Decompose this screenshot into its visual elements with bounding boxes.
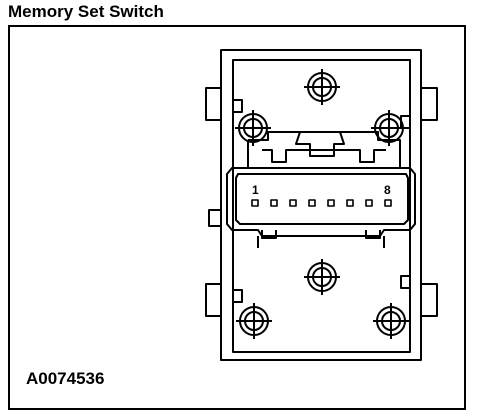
connector-pin (327, 199, 335, 207)
latch-nub-left-bottom (232, 289, 243, 303)
screw-hole-icon (235, 110, 271, 146)
pin-label-first: 1 (252, 183, 259, 197)
latch-nub-right-bottom (400, 275, 411, 289)
connector-pin (289, 199, 297, 207)
connector-pin (346, 199, 354, 207)
switch-housing-inner (232, 59, 411, 353)
connector-pin (365, 199, 373, 207)
switch-housing-outline (220, 49, 422, 361)
mount-tab-left-middle (208, 209, 221, 227)
diagram-frame (8, 25, 466, 410)
figure-reference-id: A0074536 (26, 369, 105, 388)
screw-hole-icon (304, 259, 340, 295)
connector-body (226, 167, 416, 237)
connector-pin (251, 199, 259, 207)
latch-nub-left-top (232, 99, 243, 113)
mount-tab-right-upper (421, 87, 438, 121)
screw-hole-icon (373, 303, 409, 339)
connector-latch-top (295, 131, 345, 157)
screw-hole-icon (371, 110, 407, 146)
screw-hole-icon (236, 303, 272, 339)
connector-shroud-upper (248, 131, 401, 168)
screw-hole-icon (304, 69, 340, 105)
connector-rib-upper (262, 149, 386, 163)
diagram-title: Memory Set Switch (8, 2, 164, 21)
mount-tab-left-upper (205, 87, 221, 121)
mount-tab-right-lower (421, 283, 438, 317)
connector-pins (251, 199, 392, 207)
connector-pin (384, 199, 392, 207)
lower-section-divider (257, 236, 385, 248)
connector-body-inner (235, 173, 409, 225)
mount-tab-left-lower (205, 283, 221, 317)
connector-key-bottom (261, 230, 381, 239)
connector-pin (270, 199, 278, 207)
connector-pin (308, 199, 316, 207)
pin-label-last: 8 (384, 183, 391, 197)
